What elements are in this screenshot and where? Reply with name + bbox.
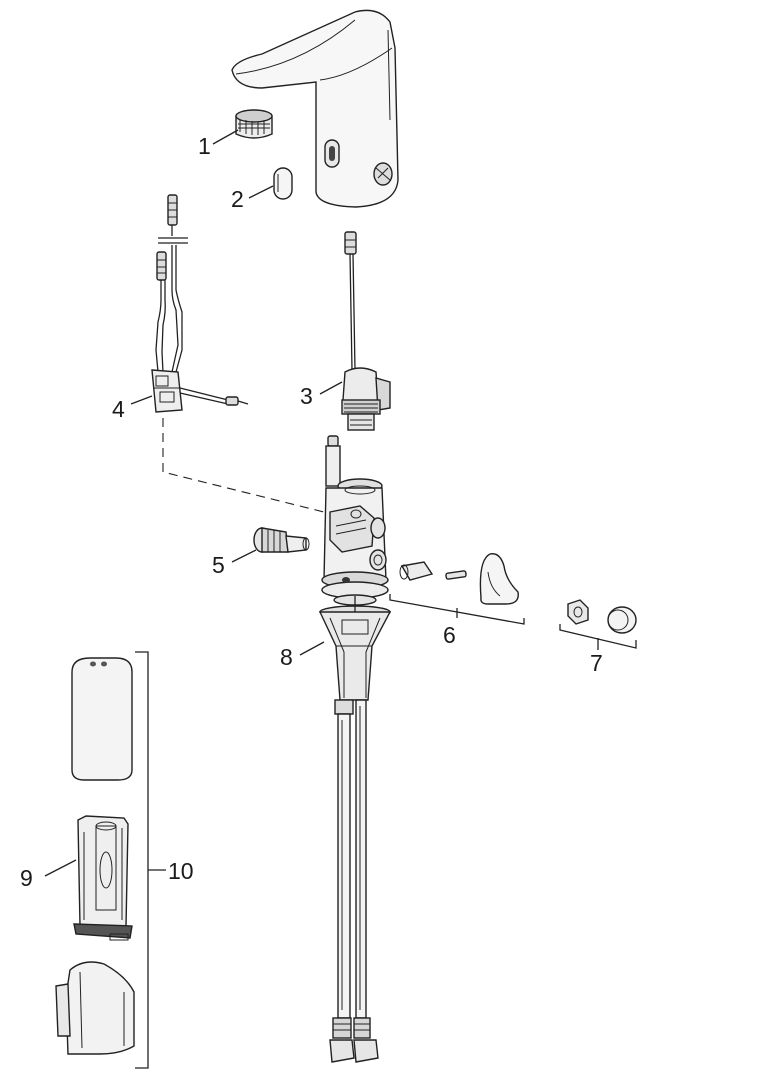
faucet-body	[231, 9, 399, 208]
aerator-part	[235, 109, 273, 139]
nut-and-cap-part	[567, 599, 637, 634]
mounting-bracket-part	[318, 605, 392, 715]
valve-body	[321, 435, 389, 606]
battery-holder-part	[73, 815, 133, 941]
callout-10: 10	[168, 858, 194, 884]
assembly-guide-line	[162, 418, 333, 515]
connector-fitting-part	[253, 527, 310, 553]
wiring-harness-part	[151, 194, 249, 413]
callout-1: 1	[198, 133, 211, 159]
lever-handle-part	[399, 553, 519, 605]
callout-5: 5	[212, 552, 225, 578]
callout-4: 4	[112, 396, 125, 422]
solenoid-valve-part	[341, 231, 391, 431]
callout-7: 7	[590, 650, 603, 676]
callout-2: 2	[231, 186, 244, 212]
callout-8: 8	[280, 644, 293, 670]
supply-hoses	[329, 596, 379, 1063]
callout-3: 3	[300, 383, 313, 409]
battery-clip-part	[55, 961, 135, 1055]
callout-9: 9	[20, 865, 33, 891]
battery-cover-part	[71, 657, 133, 781]
callout-6: 6	[443, 622, 456, 648]
sensor-window-part	[273, 167, 293, 200]
